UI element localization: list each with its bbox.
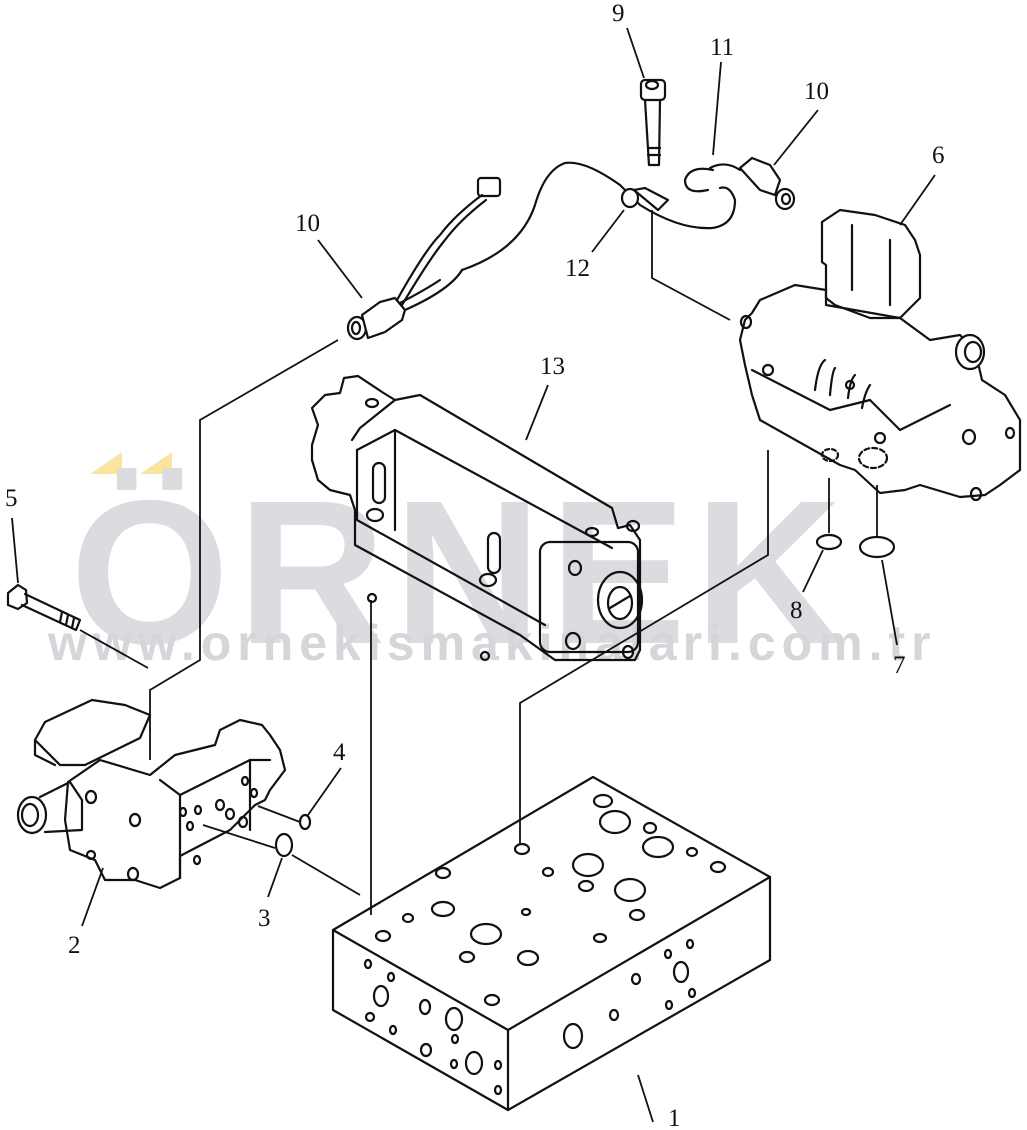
watermark-accent-left [90, 452, 122, 474]
assembly-guide-lines [79, 210, 878, 915]
o-ring-8 [815, 533, 843, 551]
callout-10-left: 10 [295, 210, 320, 237]
o-ring-3 [274, 832, 294, 858]
callout-7: 7 [893, 652, 906, 679]
callout-4: 4 [333, 739, 346, 766]
bolt-9 [639, 78, 667, 167]
callout-13: 13 [540, 353, 565, 380]
callout-8: 8 [790, 597, 803, 624]
watermark-url: www.ornekismakinalari.com.tr [48, 615, 937, 671]
callout-3: 3 [258, 905, 271, 932]
callout-1: 1 [668, 1105, 681, 1130]
valve-cover-part [310, 374, 644, 662]
callout-12: 12 [565, 255, 590, 282]
callout-6: 6 [932, 142, 945, 169]
callout-2: 2 [68, 932, 81, 959]
o-ring-4 [298, 813, 312, 831]
solenoid-valve-right-part [738, 208, 1022, 502]
callout-leaders [11, 27, 936, 1123]
callout-5: 5 [5, 485, 18, 512]
bolt-5 [6, 583, 82, 632]
watermark-accent-right [140, 452, 172, 474]
valve-block-part [331, 775, 772, 1112]
callout-10-right: 10 [804, 78, 829, 105]
pressure-switch-left-part [346, 161, 742, 341]
solenoid-valve-left-part [16, 698, 287, 890]
watermark-brand: ÖRNEK [70, 458, 851, 687]
o-ring-7 [858, 535, 896, 559]
clamp-part [620, 186, 670, 212]
pressure-switch-right-part [738, 156, 796, 211]
callout-9: 9 [612, 0, 625, 27]
callout-11: 11 [710, 34, 735, 61]
